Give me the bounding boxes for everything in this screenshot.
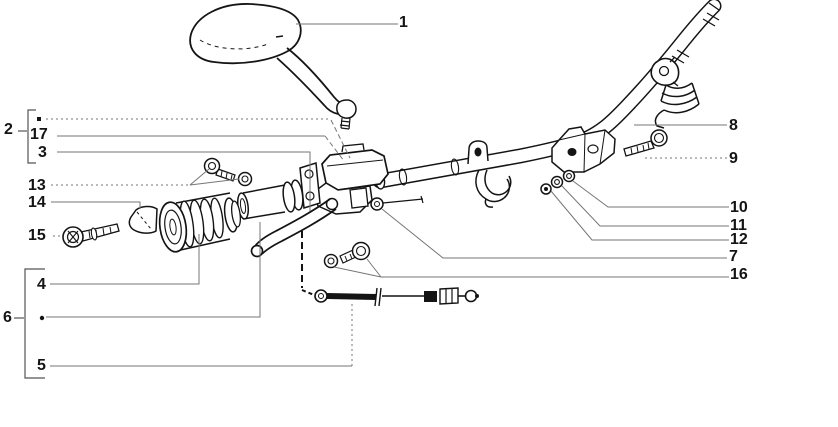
callout-6: 6: [3, 309, 12, 326]
callout-17: 17: [30, 126, 48, 143]
callout-1: 1: [399, 14, 408, 31]
bolt-15: [62, 223, 120, 248]
bracket-group-6: [24, 268, 45, 379]
callout-15: 15: [28, 227, 46, 244]
group-2-dot-item: [37, 117, 41, 121]
callout-13: 13: [28, 177, 46, 194]
callout-14: 14: [28, 194, 46, 211]
callout-9: 9: [729, 150, 738, 167]
throttle-cable: [301, 231, 479, 307]
handlebar-grip: [158, 192, 242, 253]
callout-10: 10: [730, 199, 748, 216]
callout-12: 12: [730, 231, 748, 248]
tube-clamp-ring: [650, 56, 680, 87]
cable-guide-bracket-left: [475, 169, 512, 208]
callout-2: 2: [4, 121, 13, 138]
callout-7: 7: [729, 248, 738, 265]
tube-clamp-lug: [467, 140, 489, 165]
brake-lever: [250, 195, 424, 258]
bolt-9: [623, 129, 668, 157]
bracket-group-2: [27, 109, 36, 164]
end-cone: [128, 205, 158, 234]
throttle-tube: [236, 179, 304, 220]
handlebar-tube: [372, 0, 722, 190]
washer-nut-set: [540, 169, 576, 195]
bolt-16: [323, 241, 371, 269]
callout-8: 8: [729, 117, 738, 134]
callout-16: 16: [730, 266, 748, 283]
screw-13: [203, 157, 253, 187]
leader-lines: [46, 23, 729, 367]
callout-3: 3: [38, 144, 47, 161]
group-brackets: [14, 109, 45, 379]
callout-5: 5: [37, 357, 46, 374]
rear-view-mirror: [189, 3, 357, 130]
callout-11: 11: [730, 217, 747, 234]
callout-4: 4: [37, 276, 46, 293]
mount-bracket: [551, 126, 616, 173]
cable-guide-bracket-right: [654, 82, 700, 129]
group-6-dot-item: [39, 315, 45, 321]
